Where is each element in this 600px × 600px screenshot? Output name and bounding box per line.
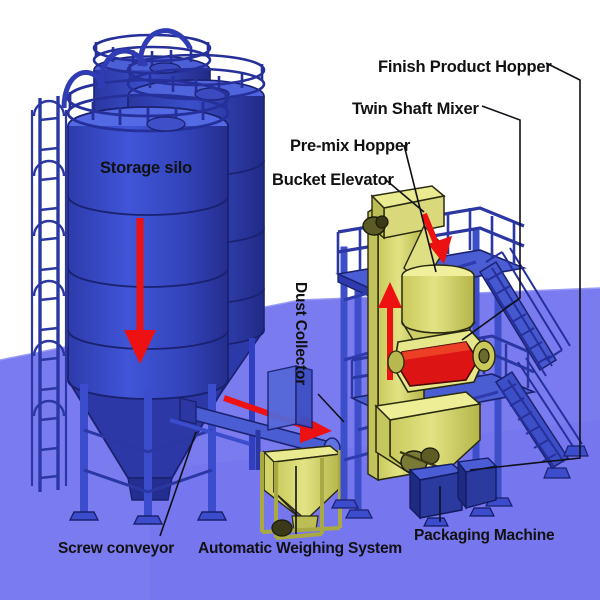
label-storage-silo: Storage silo: [100, 159, 193, 177]
dust-collector-unit: [267, 365, 313, 431]
leader-bucket-elevator: [385, 179, 425, 213]
leader-twin-shaft-mixer: [461, 105, 521, 341]
pre-mix-discharge-arrow: [421, 212, 452, 264]
storage-silo-group: [30, 28, 266, 525]
label-screw-conveyor: Screw conveyor: [58, 540, 175, 557]
silo-ladder-cage: [30, 96, 68, 492]
label-finish-product-hopper: Finish Product Hopper: [378, 58, 552, 76]
ladder-cage-arcs: [61, 28, 193, 109]
leader-finish-product-hopper: [469, 62, 581, 471]
label-dust-collector: Dust Collector: [292, 282, 309, 386]
label-twin-shaft-mixer: Twin Shaft Mixer: [352, 100, 479, 118]
label-pre-mix-hopper: Pre-mix Hopper: [290, 137, 411, 155]
label-packaging-machine: Packaging Machine: [414, 527, 555, 544]
label-bucket-elevator: Bucket Elevator: [272, 171, 394, 189]
silo-discharge-arrow: [124, 218, 156, 364]
packaging-machine-unit: [408, 457, 498, 527]
access-stairs: [478, 247, 589, 479]
label-automatic-weighing-system: Automatic Weighing System: [198, 540, 402, 557]
weighing-hopper: [260, 445, 342, 540]
leader-dust-collector: [317, 393, 345, 423]
twin-shaft-mixer-unit: [387, 329, 496, 393]
leader-screw-conveyor: [159, 431, 197, 537]
leader-lines: [159, 62, 581, 537]
